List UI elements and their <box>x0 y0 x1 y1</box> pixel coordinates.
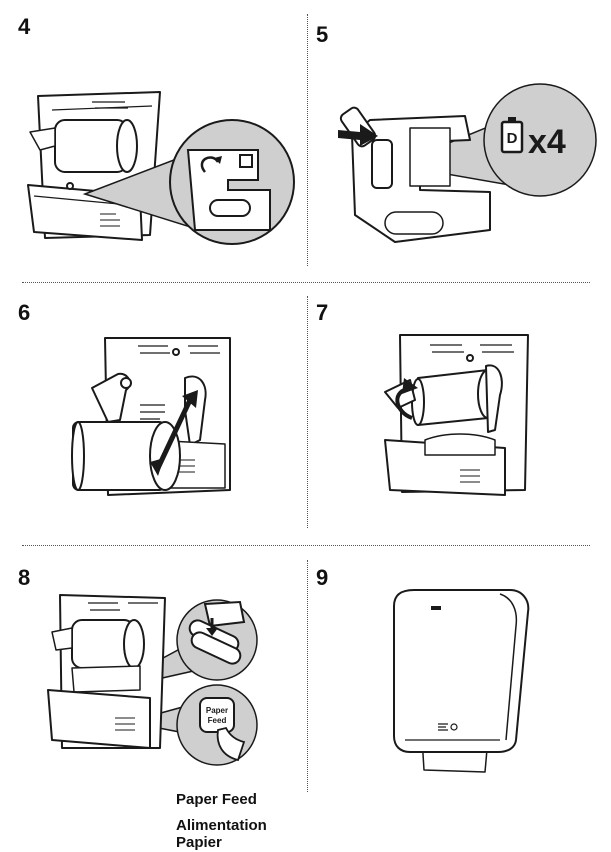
paper-feed-button-label-2: Feed <box>208 716 227 725</box>
battery-badge <box>483 83 597 197</box>
paper-feed-button-label-1: Paper <box>206 706 228 715</box>
finger-icon <box>216 726 246 762</box>
battery-count: x4 <box>528 123 566 161</box>
vertical-separator-row3 <box>307 560 308 792</box>
step-number-6: 6 <box>18 300 31 325</box>
brand-logo <box>431 606 441 610</box>
vertical-separator-row2 <box>307 296 308 528</box>
step-number-8: 8 <box>18 565 31 590</box>
step-number-4: 4 <box>18 14 31 39</box>
caption-paper-feed-fr-1: Alimentation <box>176 817 267 834</box>
step-number-7: 7 <box>316 300 329 325</box>
battery-letter: D <box>507 130 518 147</box>
caption-paper-feed-fr-2: Papier <box>176 834 222 851</box>
horizontal-separator-2 <box>22 545 590 546</box>
step-number-5: 5 <box>316 22 329 47</box>
horizontal-separator-1 <box>22 282 590 283</box>
step-number-9: 9 <box>316 565 329 590</box>
caption-paper-feed-en: Paper Feed <box>176 791 257 808</box>
vertical-separator-row1 <box>307 14 308 266</box>
